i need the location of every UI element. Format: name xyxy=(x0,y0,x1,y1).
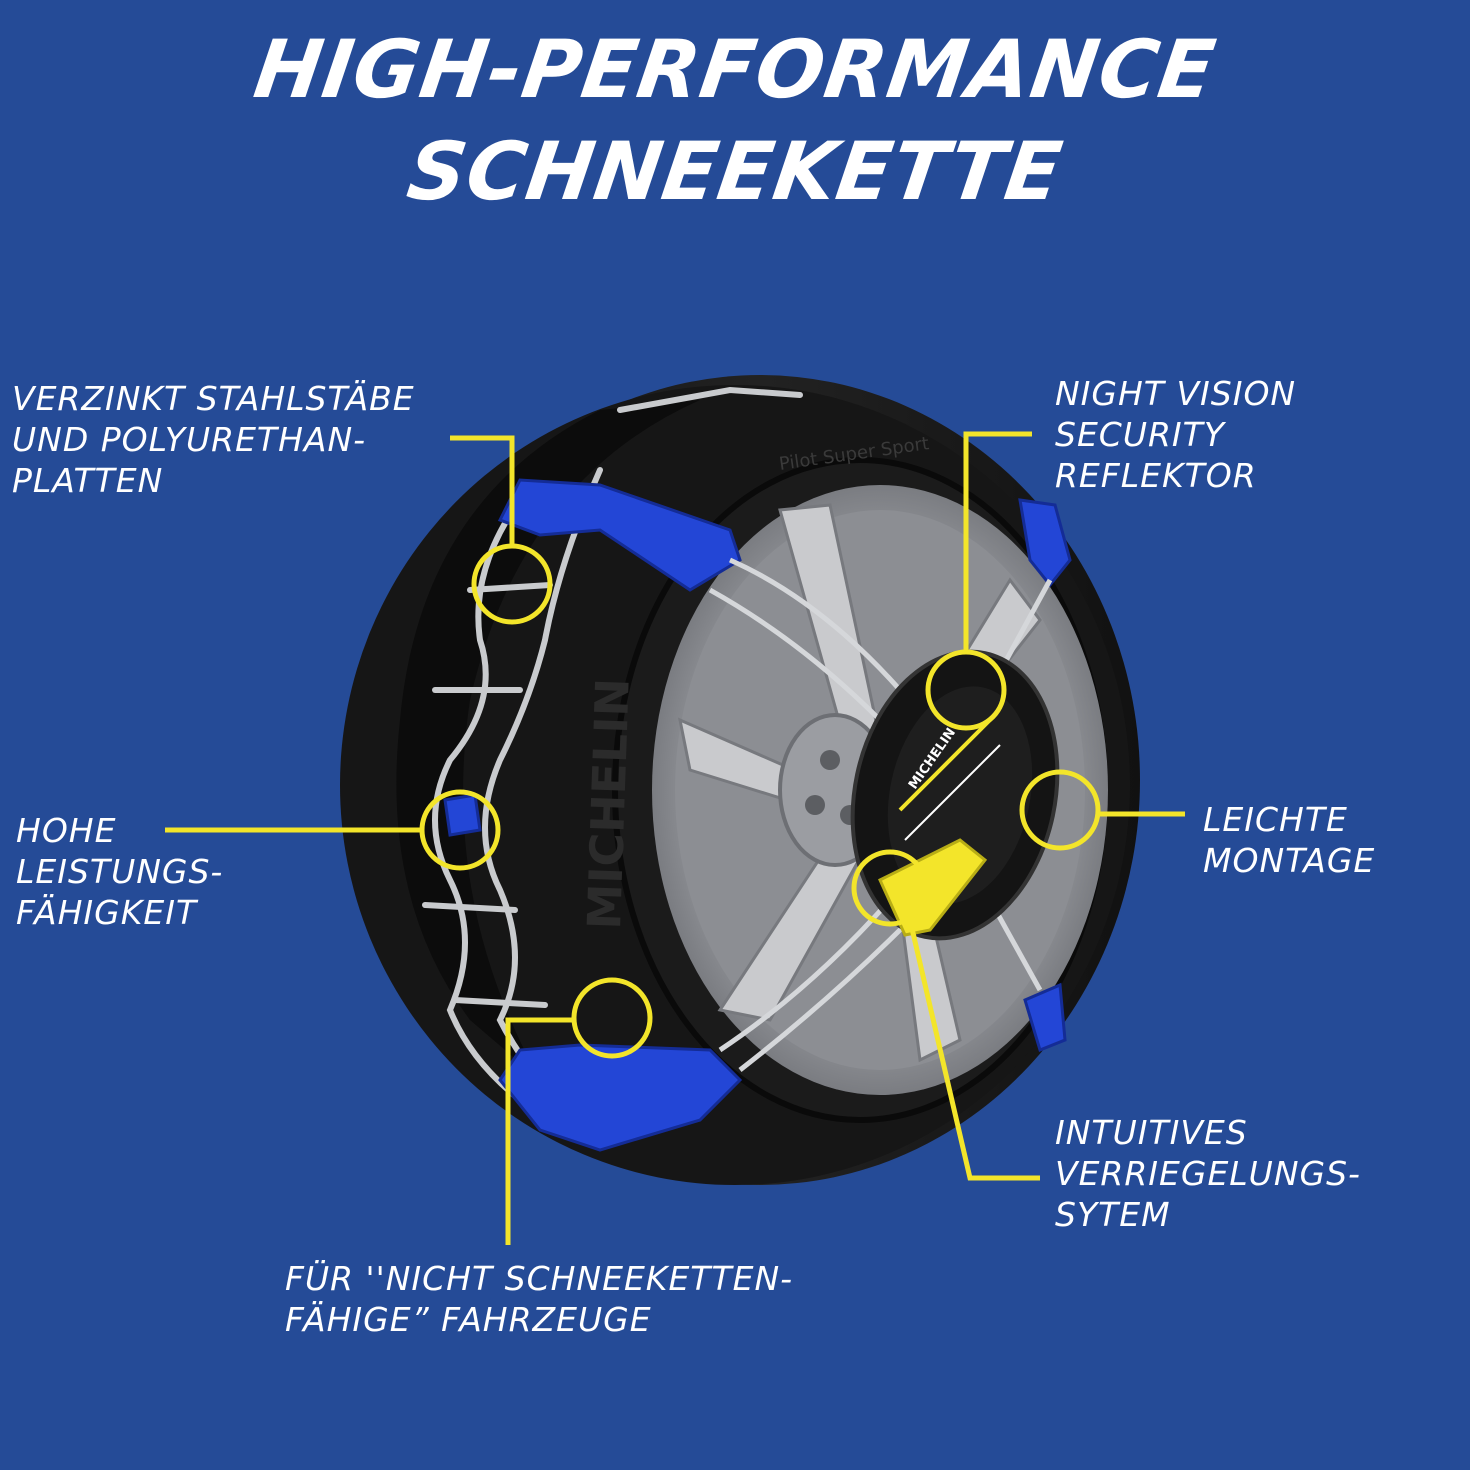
callout-steel-bars: VERZINKT STAHLSTÄBE UND POLYURETHAN- PLA… xyxy=(12,378,415,501)
callout-performance-line-3: FÄHIGKEIT xyxy=(16,893,198,932)
callout-locking: INTUITIVES VERRIEGELUNGS- SYTEM xyxy=(1055,1112,1361,1235)
leader-line-locking xyxy=(907,919,1040,1181)
callout-reflector-line-1: NIGHT VISION xyxy=(1055,374,1297,413)
polyurethane-plates xyxy=(443,478,1072,1152)
callout-steel-bars-line-3: PLATTEN xyxy=(12,461,164,500)
callout-performance: HOHE LEISTUNGS- FÄHIGKEIT xyxy=(16,810,223,933)
tire-sidewall-text: MICHELIN xyxy=(577,677,640,930)
callout-vehicles: FÜR ''NICHT SCHNEEKETTEN- FÄHIGE” FAHRZE… xyxy=(285,1258,793,1340)
callout-steel-bars-line-2: UND POLYURETHAN- xyxy=(12,420,367,459)
callout-locking-line-2: VERRIEGELUNGS- xyxy=(1055,1154,1361,1193)
callout-mounting-line-2: MONTAGE xyxy=(1203,841,1376,880)
locking-lever xyxy=(878,838,988,937)
callout-markers xyxy=(165,431,1185,1245)
callout-reflector: NIGHT VISION SECURITY REFLEKTOR xyxy=(1055,373,1296,496)
callout-performance-line-1: HOHE xyxy=(16,811,117,850)
callout-performance-line-2: LEISTUNGS- xyxy=(16,852,224,891)
callout-locking-line-3: SYTEM xyxy=(1055,1195,1171,1234)
leader-line-reflector xyxy=(963,431,1032,652)
callout-reflector-line-2: SECURITY xyxy=(1055,415,1225,454)
callout-mounting: LEICHTE MONTAGE xyxy=(1203,799,1375,881)
callout-vehicles-line-1: FÜR ''NICHT SCHNEEKETTEN- xyxy=(285,1259,794,1298)
callout-steel-bars-line-1: VERZINKT STAHLSTÄBE xyxy=(12,379,415,418)
callout-circle-locking xyxy=(851,849,929,927)
callout-mounting-line-1: LEICHTE xyxy=(1203,800,1348,839)
leader-line-steel-bars xyxy=(450,435,515,546)
callout-locking-line-1: INTUITIVES xyxy=(1055,1113,1248,1152)
callout-reflector-line-3: REFLEKTOR xyxy=(1055,456,1257,495)
callout-circle-mounting xyxy=(1019,769,1101,851)
callout-vehicles-line-2: FÄHIGE” FAHRZEUGE xyxy=(285,1300,652,1339)
hub-cover: MICHELIN xyxy=(850,649,1060,941)
leader-line-vehicles xyxy=(505,1017,574,1245)
